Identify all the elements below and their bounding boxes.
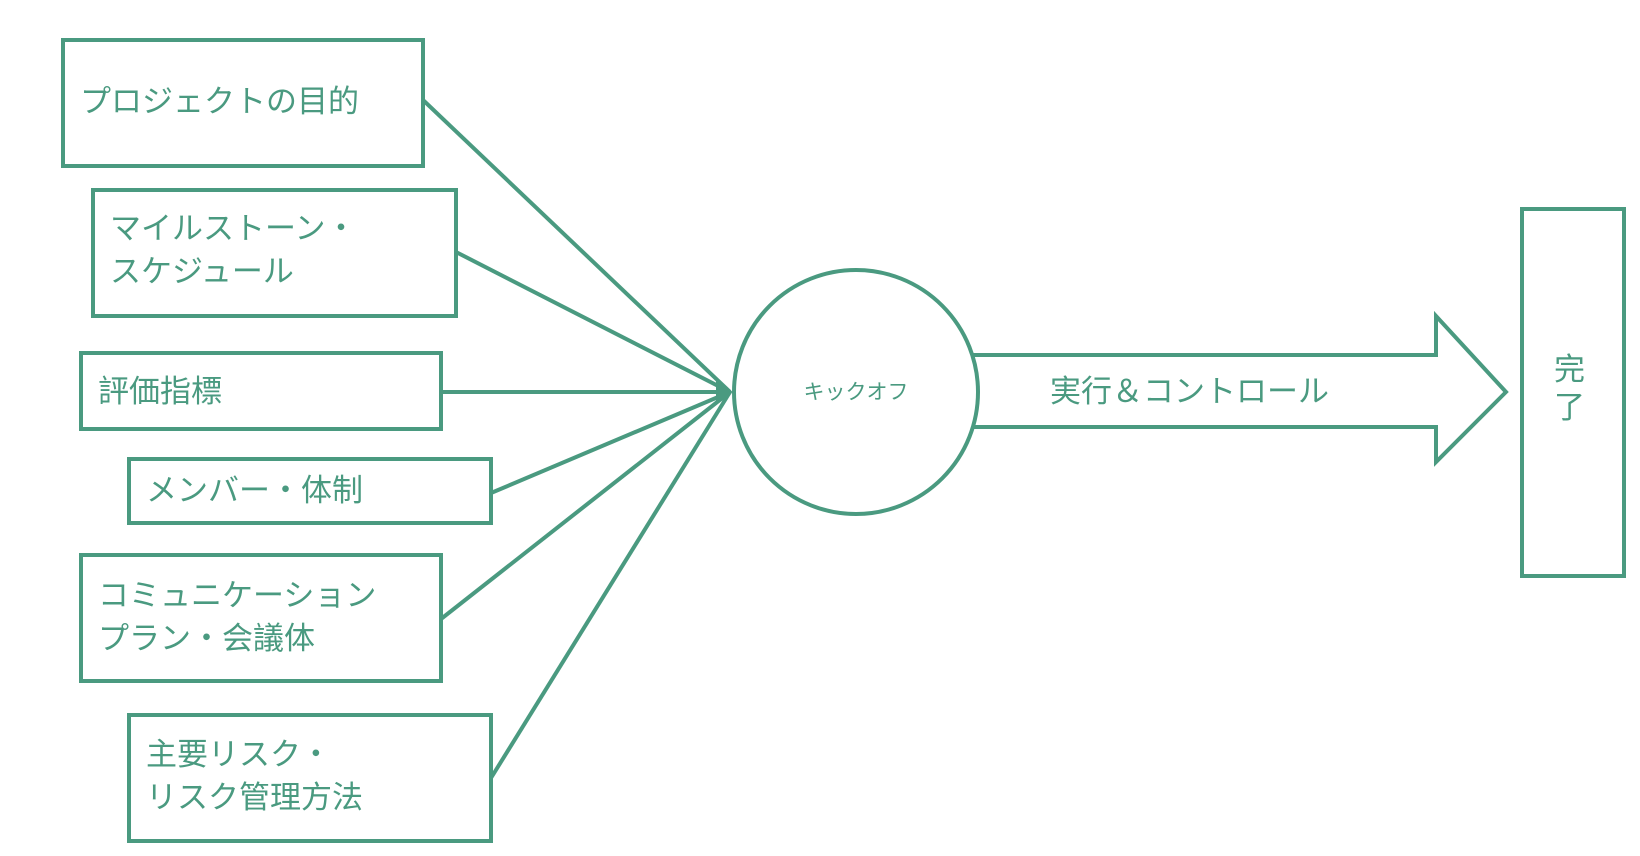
completion-label-line: 完: [1554, 352, 1585, 388]
box-label-line: 主要リスク・: [146, 737, 331, 773]
box-label-line: メンバー・体制: [146, 473, 363, 509]
kickoff-hub: キックオフ: [732, 268, 980, 516]
input-box-purpose: プロジェクトの目的: [61, 38, 425, 168]
input-box-risk: 主要リスク・ リスク管理方法: [127, 713, 493, 843]
box-label-line: リスク管理方法: [146, 780, 363, 816]
completion-label-line: 了: [1554, 390, 1585, 426]
block-arrow-shape: [958, 310, 1509, 467]
input-box-members: メンバー・体制: [127, 457, 493, 525]
execution-arrow: 実行＆コントロール: [958, 310, 1509, 467]
box-frame: [1520, 207, 1626, 578]
connector-risk: [489, 390, 732, 780]
box-frame: [91, 188, 458, 318]
box-frame: [79, 553, 443, 683]
input-box-communication: コミュニケーション プラン・会議体: [79, 553, 443, 683]
box-label-line: 評価指標: [98, 374, 222, 410]
convergence-arrowhead: [716, 381, 733, 403]
input-box-milestone: マイルストーン・ スケジュール: [91, 188, 458, 318]
box-frame: [61, 38, 425, 168]
box-label-line: マイルストーン・: [110, 211, 356, 247]
connector-members: [490, 390, 731, 495]
completion-box: 完 了: [1520, 207, 1626, 578]
connector-milestone: [455, 250, 731, 394]
input-box-metrics: 評価指標: [79, 351, 443, 431]
box-frame: [127, 713, 493, 843]
box-label-line: コミュニケーション: [98, 578, 376, 614]
box-label-line: プロジェクトの目的: [80, 84, 359, 120]
hub-circle: [732, 268, 980, 516]
connector-communication: [439, 390, 732, 621]
arrow-label: 実行＆コントロール: [1050, 374, 1329, 410]
connectors: [421, 98, 732, 780]
box-frame: [127, 457, 493, 525]
connector-purpose: [421, 98, 732, 394]
box-label-line: プラン・会議体: [98, 621, 315, 657]
box-label-line: スケジュール: [110, 254, 294, 290]
box-frame: [79, 351, 443, 431]
hub-label: キックオフ: [804, 380, 909, 404]
